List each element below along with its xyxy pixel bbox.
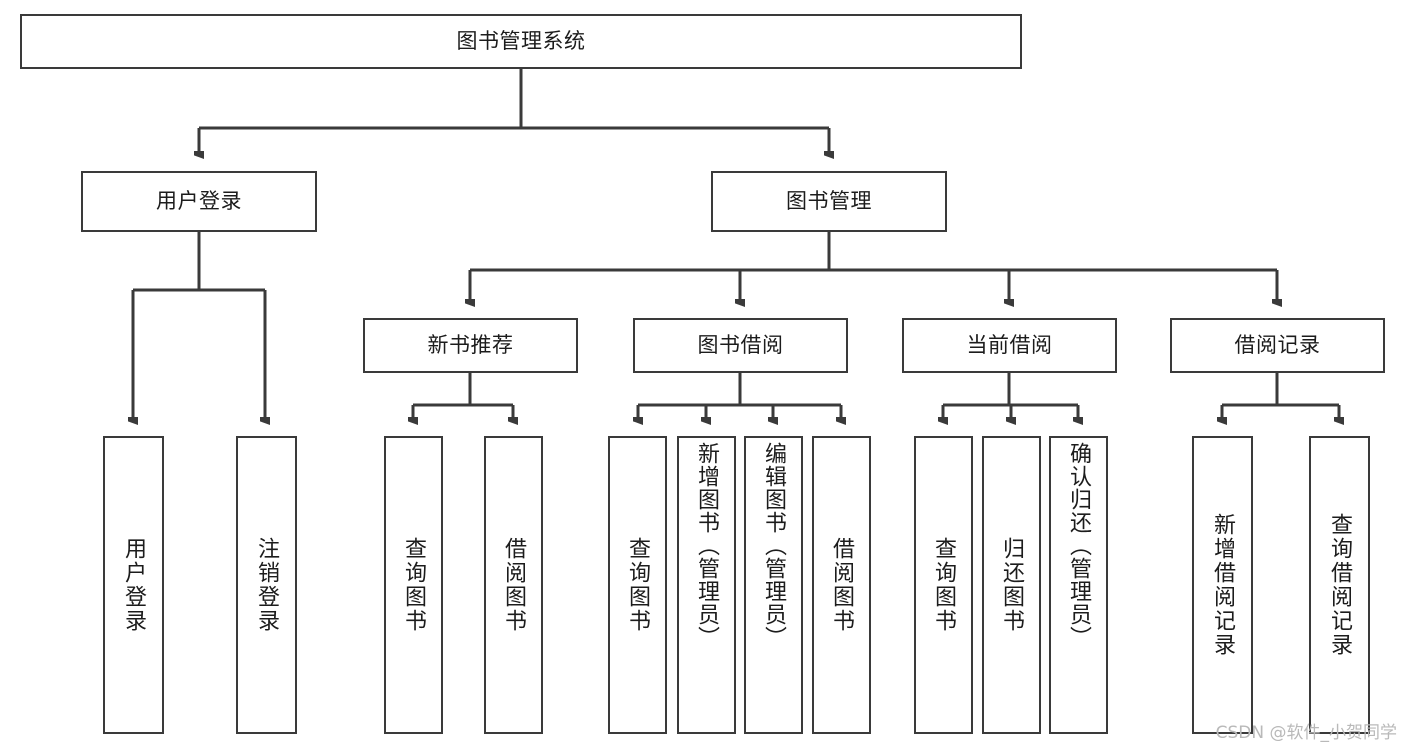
node-root-label: 图书管理系统 xyxy=(456,28,586,53)
leaf-new-books-query-label: 查询图书 xyxy=(401,537,427,633)
node-root[interactable]: 图书管理系统 xyxy=(20,14,1022,69)
leaf-current-confirm-return-label: 确认归还（管理员） xyxy=(1066,442,1092,649)
leaf-borrow-borrow-book-label: 借阅图书 xyxy=(829,537,855,633)
csdn-watermark: CSDN @软件_小贺同学 xyxy=(1215,723,1397,743)
node-user-login[interactable]: 用户登录 xyxy=(81,171,317,232)
leaf-logout-label: 注销登录 xyxy=(254,537,280,633)
leaf-records-query-label: 查询借阅记录 xyxy=(1327,513,1353,657)
leaf-current-query-book-label: 查询图书 xyxy=(931,537,957,633)
leaf-user-login[interactable]: 用户登录 xyxy=(103,436,164,734)
node-book-management-label: 图书管理 xyxy=(786,188,872,213)
node-book-management[interactable]: 图书管理 xyxy=(711,171,947,232)
node-new-book-recommend-label: 新书推荐 xyxy=(427,332,514,357)
leaf-new-books-borrow-label: 借阅图书 xyxy=(501,537,527,633)
node-current-borrow[interactable]: 当前借阅 xyxy=(902,318,1117,373)
leaf-borrow-edit-book[interactable]: 编辑图书（管理员） xyxy=(744,436,803,734)
node-new-book-recommend[interactable]: 新书推荐 xyxy=(363,318,578,373)
leaf-borrow-query-book[interactable]: 查询图书 xyxy=(608,436,667,734)
leaf-records-query[interactable]: 查询借阅记录 xyxy=(1309,436,1370,734)
leaf-current-confirm-return[interactable]: 确认归还（管理员） xyxy=(1049,436,1108,734)
node-borrow-records[interactable]: 借阅记录 xyxy=(1170,318,1385,373)
leaf-borrow-add-book-label: 新增图书（管理员） xyxy=(694,442,720,649)
leaf-borrow-edit-book-label: 编辑图书（管理员） xyxy=(761,442,787,649)
leaf-logout[interactable]: 注销登录 xyxy=(236,436,297,734)
node-book-borrow[interactable]: 图书借阅 xyxy=(633,318,848,373)
leaf-records-add[interactable]: 新增借阅记录 xyxy=(1192,436,1253,734)
leaf-current-return-book[interactable]: 归还图书 xyxy=(982,436,1041,734)
node-book-borrow-label: 图书借阅 xyxy=(697,332,784,357)
leaf-borrow-borrow-book[interactable]: 借阅图书 xyxy=(812,436,871,734)
leaf-current-query-book[interactable]: 查询图书 xyxy=(914,436,973,734)
leaf-user-login-label: 用户登录 xyxy=(121,537,147,633)
leaf-borrow-add-book[interactable]: 新增图书（管理员） xyxy=(677,436,736,734)
leaf-new-books-query[interactable]: 查询图书 xyxy=(384,436,443,734)
leaf-records-add-label: 新增借阅记录 xyxy=(1210,513,1236,657)
node-user-login-label: 用户登录 xyxy=(156,188,242,213)
leaf-new-books-borrow[interactable]: 借阅图书 xyxy=(484,436,543,734)
leaf-current-return-book-label: 归还图书 xyxy=(999,537,1025,633)
node-current-borrow-label: 当前借阅 xyxy=(966,332,1053,357)
leaf-borrow-query-book-label: 查询图书 xyxy=(625,537,651,633)
node-borrow-records-label: 借阅记录 xyxy=(1234,332,1321,357)
